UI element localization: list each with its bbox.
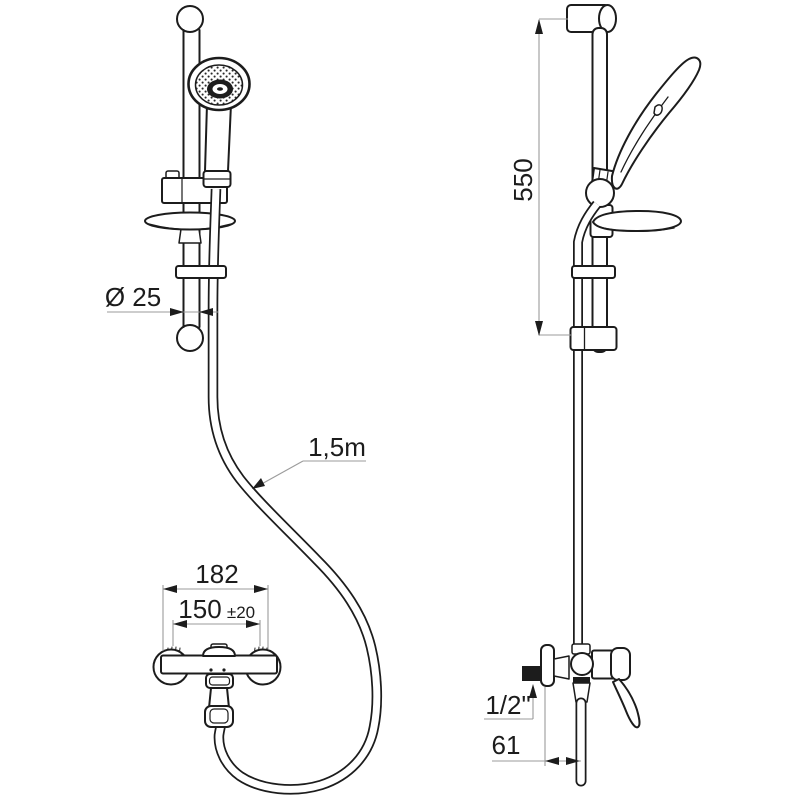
mixer-body [160, 654, 278, 675]
wall-offset-label: 61 [492, 730, 521, 760]
outlet-cone [572, 682, 591, 703]
shower-handle [204, 103, 232, 172]
mixer-lever-side [612, 678, 641, 729]
wall-flange-side [540, 644, 555, 687]
bar-bottom-knob [176, 324, 204, 352]
hand-shower [187, 56, 251, 188]
shower-hose-side [573, 200, 601, 646]
mixer-side [522, 643, 641, 787]
inlet-nipple [522, 666, 542, 681]
mixer-front [152, 643, 282, 728]
bar-height-label: 550 [508, 158, 538, 201]
shower-head-side [610, 56, 702, 190]
dimension-wall-offset: 61 [492, 687, 581, 766]
wall-bracket-band [175, 265, 227, 279]
side-view [522, 4, 702, 787]
lower-wall-bracket-side [569, 326, 618, 351]
dimensions: Ø 25 1,5m 182 150 ±20 [105, 18, 581, 766]
pivot-ball [585, 178, 615, 208]
shower-hose [207, 188, 383, 795]
soap-dish-side [592, 210, 682, 232]
hose-length-label: 1,5m [308, 432, 366, 462]
outlet-seal [573, 677, 590, 683]
dimension-bar-diameter: Ø 25 [105, 282, 218, 316]
dimension-overall-width: 182 [162, 559, 269, 651]
soap-dish [144, 211, 236, 244]
overall-width-label: 182 [195, 559, 238, 589]
union-nut [570, 652, 594, 676]
dimension-inlet-connection: 1/2" [484, 684, 537, 720]
center-tolerance-label: ±20 [227, 603, 255, 622]
dimension-bar-height: 550 [508, 18, 572, 336]
eccentric-union [553, 655, 570, 680]
mixer-lever-front [204, 673, 234, 728]
front-view [144, 5, 383, 795]
top-wall-bracket-side [566, 4, 617, 33]
bar-diameter-label: Ø 25 [105, 282, 161, 312]
mixer-end-cap [610, 647, 631, 681]
inlet-connection-label: 1/2" [485, 690, 530, 720]
dimension-hose-length: 1,5m [252, 432, 366, 489]
head-clip-nub [653, 104, 663, 116]
glide-ring-side [571, 265, 616, 279]
hand-shower-side [585, 56, 702, 208]
bar-top-knob [176, 5, 204, 33]
center-distance-label: 150 [178, 594, 221, 624]
cartridge-dome [202, 646, 236, 657]
dimension-center-distance: 150 ±20 [172, 594, 261, 646]
